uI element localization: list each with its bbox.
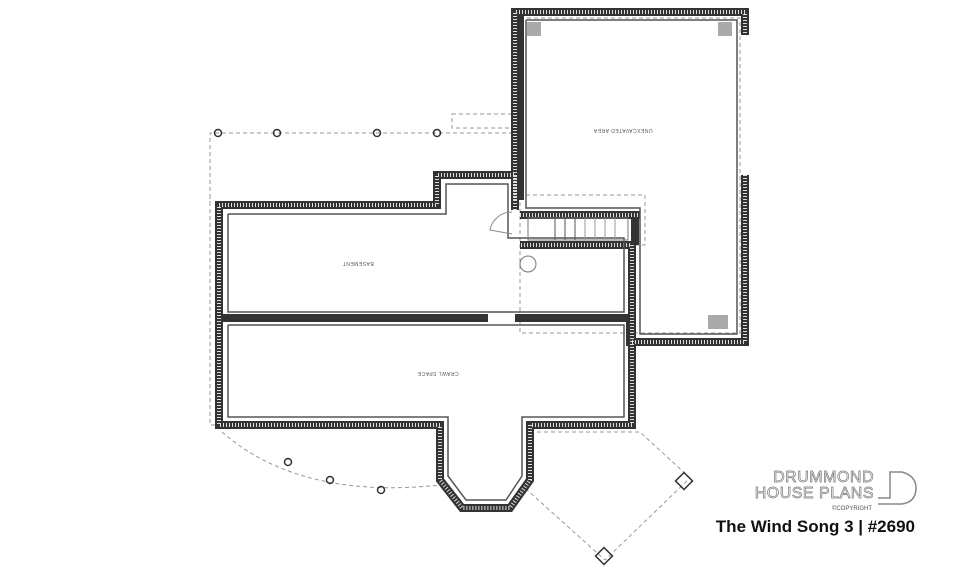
corner-hatches bbox=[527, 22, 732, 329]
porch-posts bbox=[213, 128, 694, 566]
brand-line2: HOUSE PLANS bbox=[754, 485, 874, 502]
brand-logo-text: DRUMMOND HOUSE PLANS bbox=[754, 469, 874, 502]
porch-outline bbox=[209, 17, 741, 561]
plan-caption: The Wind Song 3 | #2690 bbox=[715, 517, 915, 536]
walls bbox=[215, 8, 749, 512]
room-label-basement: BASEMENT bbox=[342, 260, 374, 266]
water-heater bbox=[519, 255, 537, 273]
room-outlines bbox=[227, 19, 738, 501]
brand-line1: DRUMMOND bbox=[773, 469, 874, 486]
brand-logo-icon bbox=[878, 471, 917, 505]
stairs bbox=[527, 217, 629, 241]
room-label-crawl-space: CRAWL SPACE bbox=[417, 370, 458, 376]
door-swing bbox=[489, 211, 513, 235]
room-label-unexcavated: UNEXCAVATED AREA bbox=[593, 127, 652, 133]
copyright-text: ©COPYRIGHT bbox=[831, 506, 872, 512]
